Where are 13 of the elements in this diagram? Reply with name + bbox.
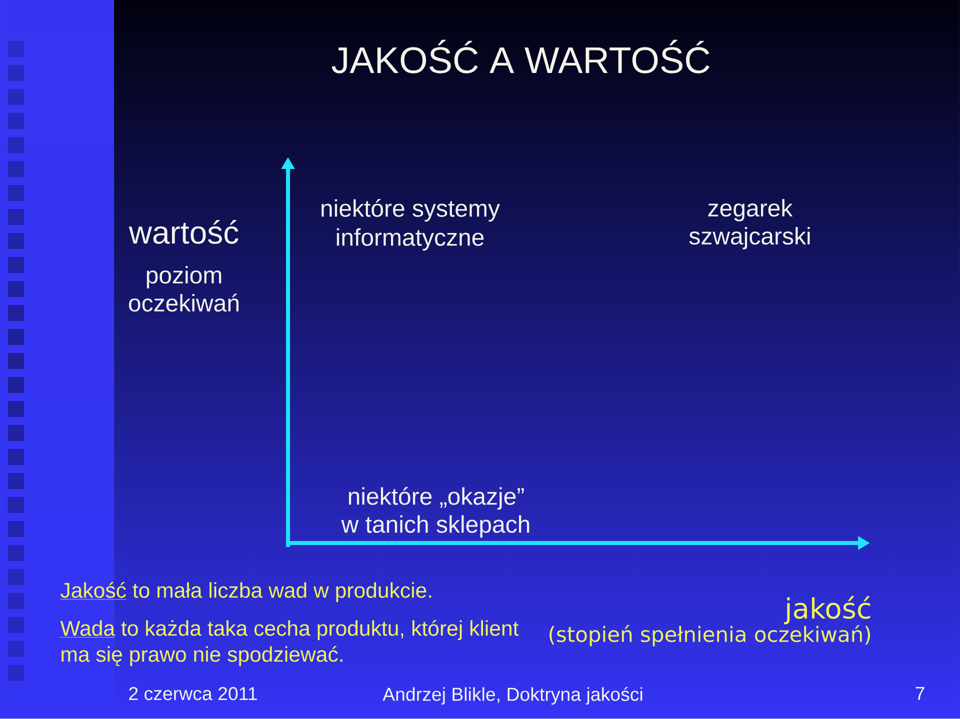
quadrant-label: niektóre „okazje” w tanich sklepach	[341, 487, 530, 538]
quadrant-label: zegarek szwajcarski	[689, 199, 810, 250]
footer-text: Andrzej Blikle, Doktryna jakości	[382, 687, 642, 705]
quadrant-label: niektóre systemy informatyczne	[322, 199, 500, 251]
footer-date: 2 czerwca 2011	[129, 687, 257, 700]
axis-title: jakość	[784, 596, 870, 624]
definition-text: Wada to każda taka cecha produktu, której klient ma się prawo nie spodziewać.	[60, 620, 519, 666]
axis-title: wartość	[128, 220, 238, 244]
page-number: 7	[916, 687, 924, 700]
slide-title: JAKOŚĆ A WARTOŚĆ	[332, 40, 710, 74]
definition-text: Jakość to mała liczba wad w produkcie.	[60, 582, 432, 602]
axis-subtitle: poziom oczekiwań	[128, 266, 238, 312]
axis-subtitle: (stopień spełnienia oczekiwań)	[550, 624, 870, 646]
